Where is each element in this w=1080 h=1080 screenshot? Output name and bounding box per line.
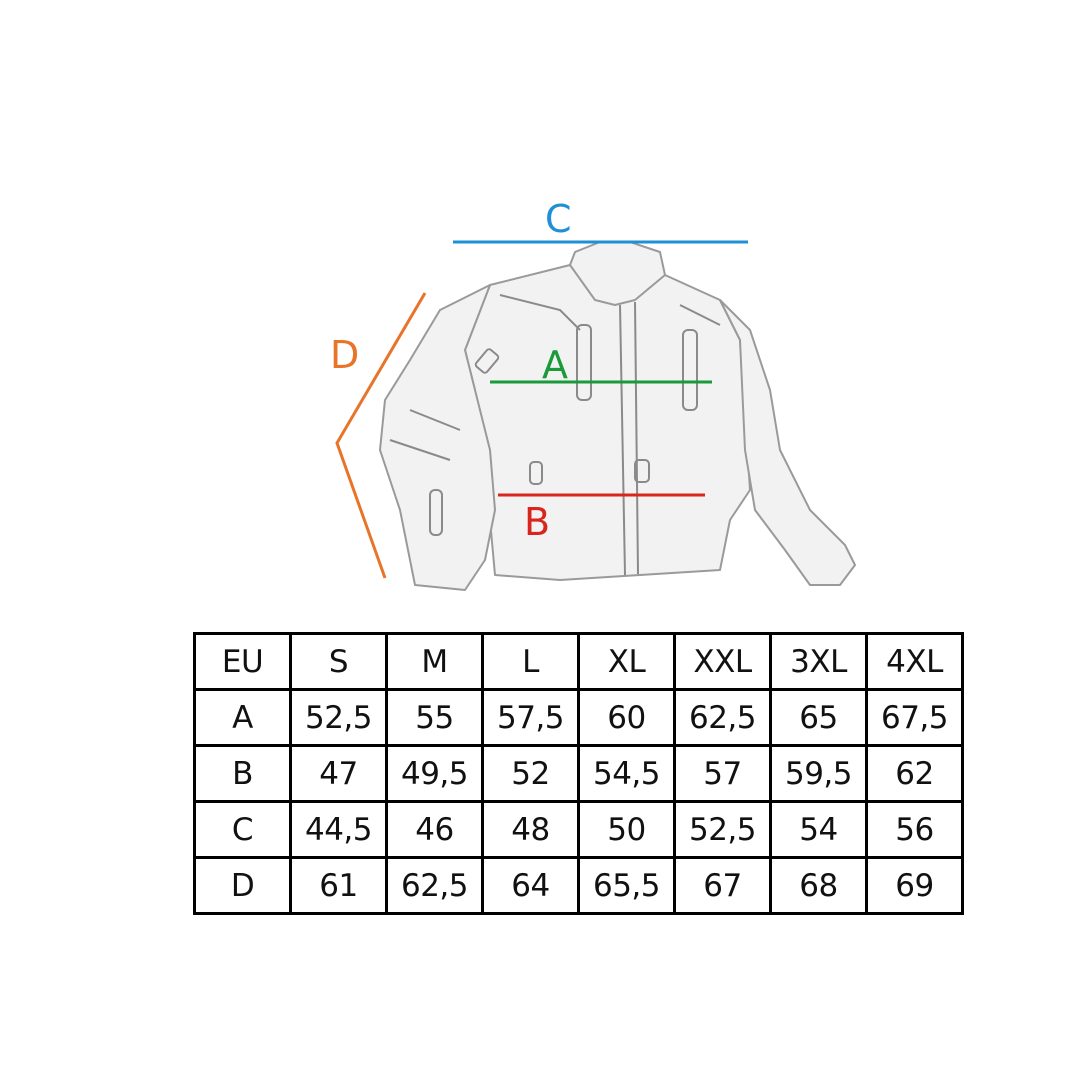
table-cell: 62,5 bbox=[673, 688, 772, 747]
measure-label-d: D bbox=[330, 333, 359, 377]
table-cell: 67,5 bbox=[865, 688, 964, 747]
table-cell: 52,5 bbox=[673, 800, 772, 859]
table-cell: 44,5 bbox=[289, 800, 388, 859]
table-header-row: EU S M L XL XXL 3XL 4XL bbox=[193, 632, 964, 691]
table-cell: 54 bbox=[769, 800, 868, 859]
jacket-measurement-illustration: C D A B bbox=[300, 190, 880, 610]
header-cell-l: L bbox=[481, 632, 580, 691]
measure-label-c: C bbox=[545, 197, 572, 241]
header-cell-3xl: 3XL bbox=[769, 632, 868, 691]
table-cell: 60 bbox=[577, 688, 676, 747]
table-cell: 62,5 bbox=[385, 856, 484, 915]
jacket-outline bbox=[379, 241, 856, 591]
table-cell: 65 bbox=[769, 688, 868, 747]
table-cell: 65,5 bbox=[577, 856, 676, 915]
measure-label-a: A bbox=[542, 343, 568, 387]
table-cell: 46 bbox=[385, 800, 484, 859]
table-row: D 61 62,5 64 65,5 67 68 69 bbox=[193, 856, 964, 915]
table-cell: 49,5 bbox=[385, 744, 484, 803]
table-row: A 52,5 55 57,5 60 62,5 65 67,5 bbox=[193, 688, 964, 747]
header-cell-eu: EU bbox=[193, 632, 292, 691]
header-cell-4xl: 4XL bbox=[865, 632, 964, 691]
row-label-cell: A bbox=[193, 688, 292, 747]
row-label-cell: B bbox=[193, 744, 292, 803]
table-cell: 55 bbox=[385, 688, 484, 747]
table-cell: 68 bbox=[769, 856, 868, 915]
table-cell: 57 bbox=[673, 744, 772, 803]
table-cell: 50 bbox=[577, 800, 676, 859]
table-cell: 57,5 bbox=[481, 688, 580, 747]
measure-line-d bbox=[335, 292, 427, 579]
table-cell: 48 bbox=[481, 800, 580, 859]
row-label-cell: C bbox=[193, 800, 292, 859]
table-cell: 67 bbox=[673, 856, 772, 915]
table-row: C 44,5 46 48 50 52,5 54 56 bbox=[193, 800, 964, 859]
table-cell: 54,5 bbox=[577, 744, 676, 803]
header-cell-m: M bbox=[385, 632, 484, 691]
table-cell: 56 bbox=[865, 800, 964, 859]
header-cell-xl: XL bbox=[577, 632, 676, 691]
table-cell: 52,5 bbox=[289, 688, 388, 747]
row-label-cell: D bbox=[193, 856, 292, 915]
table-cell: 59,5 bbox=[769, 744, 868, 803]
table-row: B 47 49,5 52 54,5 57 59,5 62 bbox=[193, 744, 964, 803]
table-cell: 61 bbox=[289, 856, 388, 915]
jacket-drawing: C D A B bbox=[330, 197, 856, 591]
header-cell-xxl: XXL bbox=[673, 632, 772, 691]
measure-label-b: B bbox=[524, 500, 550, 544]
jacket-details bbox=[389, 294, 721, 576]
table-cell: 64 bbox=[481, 856, 580, 915]
table-cell: 62 bbox=[865, 744, 964, 803]
table-cell: 52 bbox=[481, 744, 580, 803]
table-cell: 47 bbox=[289, 744, 388, 803]
table-cell: 69 bbox=[865, 856, 964, 915]
header-cell-s: S bbox=[289, 632, 388, 691]
size-chart-table: EU S M L XL XXL 3XL 4XL A 52,5 55 57,5 6… bbox=[193, 632, 964, 915]
